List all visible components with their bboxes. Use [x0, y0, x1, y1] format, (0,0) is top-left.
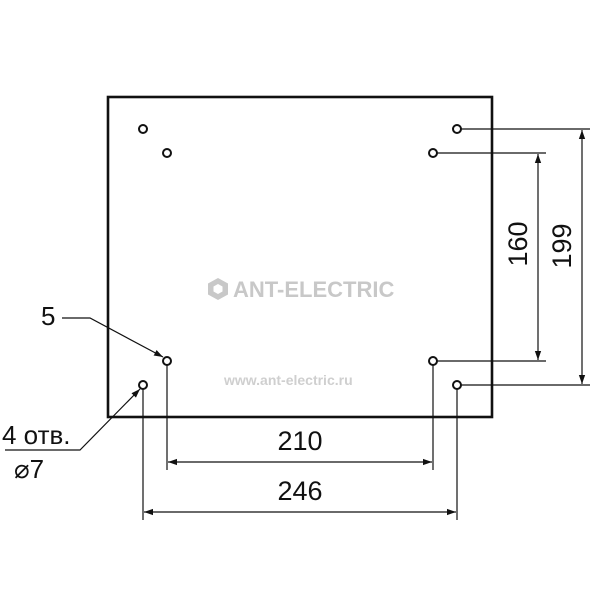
plate-outline — [106, 95, 494, 419]
callout-leader-item — [62, 317, 164, 358]
hole-bottom-left-inner — [162, 356, 172, 366]
callout-leader-holes — [5, 388, 141, 451]
dimension-label-outer-width: 246 — [277, 476, 322, 506]
hole-top-left-outer — [138, 124, 148, 134]
dimension-label-inner-width: 210 — [277, 426, 322, 456]
callout-holes-count: 4 отв. — [2, 420, 71, 450]
brand-logo-icon — [208, 278, 228, 300]
brand-name: ANT-ELECTRIC — [233, 277, 394, 302]
brand-url: www.ant-electric.ru — [223, 372, 353, 388]
hole-bottom-left-outer — [138, 380, 148, 390]
hole-top-right-inner — [428, 148, 438, 158]
callout-hole-diameter: ⌀7 — [14, 454, 44, 484]
watermark: ANT-ELECTRIC www.ant-electric.ru — [208, 277, 394, 388]
hole-bottom-right-inner — [428, 356, 438, 366]
dimension-label-outer-height: 199 — [547, 223, 577, 268]
hole-top-left-inner — [162, 148, 172, 158]
hole-bottom-right-outer — [452, 380, 462, 390]
dimension-label-inner-height: 160 — [503, 221, 533, 266]
callout-item-number: 5 — [41, 301, 55, 331]
hole-top-right-outer — [452, 124, 462, 134]
